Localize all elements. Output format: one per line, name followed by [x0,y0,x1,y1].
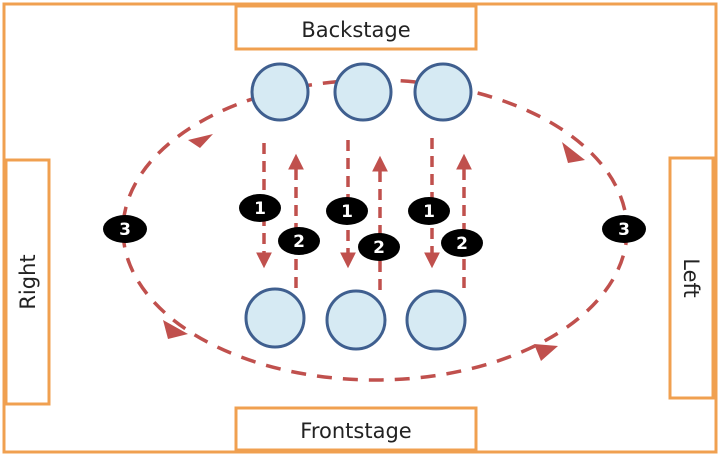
frontstage-box: Frontstage [234,406,478,452]
performer-circle-top-3 [413,62,473,122]
right-label: Right [16,254,40,309]
step-badge-1a: 1 [239,194,281,222]
step-badge-1c: 1 [408,197,450,225]
step-label: 2 [373,238,385,258]
performer-circle-top-1 [250,62,310,122]
performer-circle-bottom-1 [244,287,306,349]
step-badge-2a: 2 [278,227,320,255]
loop-arrow-bottom-right [534,344,558,361]
performer-circle-top-2 [333,62,393,122]
step-label: 2 [293,232,305,252]
step-badge-1b: 1 [326,197,368,225]
step-label: 1 [423,202,435,222]
step-badge-3-left: 3 [103,215,147,243]
step-label: 1 [254,199,266,219]
step-badge-2b: 2 [358,233,400,261]
backstage-box: Backstage [234,4,478,51]
step-label: 3 [618,220,630,240]
step-label: 2 [456,234,468,254]
performer-circle-bottom-2 [325,289,387,351]
right-box: Right [4,158,51,406]
frontstage-label: Frontstage [300,419,411,443]
loop-arrow-top-left [188,134,213,148]
step-badge-2c: 2 [441,229,483,257]
step-badge-3-right: 3 [602,215,646,243]
loop-arrow-bottom-left [163,320,188,339]
step-label: 1 [341,202,353,222]
step-label: 3 [119,220,131,240]
left-box: Left [668,156,715,400]
backstage-label: Backstage [301,18,410,42]
loop-arrow-top-right [562,142,585,163]
left-label: Left [679,258,703,298]
performer-circle-bottom-3 [405,289,467,351]
